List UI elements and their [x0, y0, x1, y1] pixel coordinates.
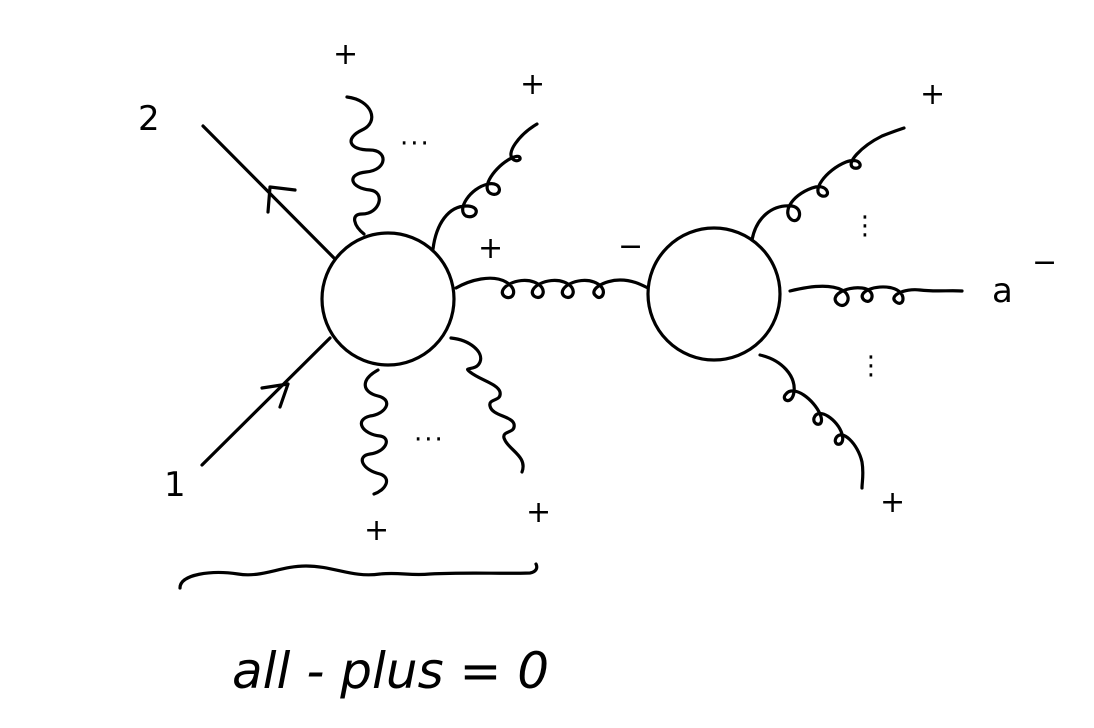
label-right-bottom-gluon: + [880, 485, 905, 520]
fermion-1-arrow [260, 382, 290, 409]
ellipsis-left-top: ··· [400, 129, 431, 159]
gluon-left-bottom-2 [449, 336, 525, 474]
label-left-top-gluon-2: + [520, 67, 545, 102]
gluon-right-top [750, 126, 906, 242]
fermion-2-arrow [266, 185, 297, 214]
gluon-right-bottom [758, 353, 865, 490]
caption: all - plus = 0 [232, 642, 549, 700]
left-blob [320, 231, 456, 367]
label-fermion-2: 2 [138, 99, 160, 139]
right-blob [646, 226, 782, 362]
label-right-top-gluon: + [920, 77, 945, 112]
underline-squiggle [178, 562, 539, 590]
fermion-line-1 [200, 336, 332, 467]
gluon-left-top-2 [431, 122, 539, 251]
label-internal-left: + [478, 231, 503, 266]
gluon-right-middle [788, 284, 964, 307]
gluon-left-bottom-1 [359, 368, 389, 496]
ellipsis-left-bottom: ··· [414, 425, 445, 455]
label-right-middle-gluon-sign: − [1032, 245, 1057, 280]
ellipsis-right-upper: ⋮ [852, 211, 880, 241]
label-right-middle-gluon: a [992, 271, 1013, 311]
label-left-bottom-gluon-1: + [364, 513, 389, 548]
label-left-top-gluon-1: + [333, 37, 358, 72]
gluon-internal [454, 276, 650, 300]
fermion-line-2 [201, 124, 336, 260]
gluon-left-top-1 [345, 95, 385, 236]
label-fermion-1: 1 [164, 465, 186, 505]
label-left-bottom-gluon-2: + [526, 495, 551, 530]
label-internal-right: − [618, 229, 643, 264]
ellipsis-right-lower: ⋮ [858, 351, 886, 381]
